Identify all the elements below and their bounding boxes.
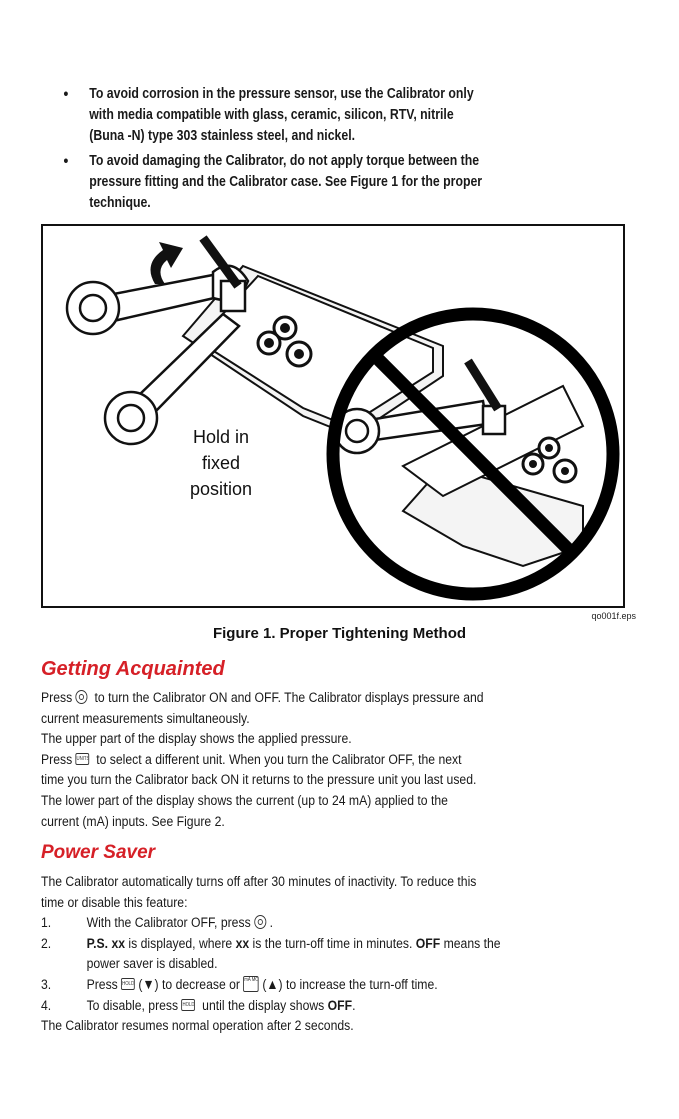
figure-tightening-method: Hold in fixed position	[41, 224, 625, 608]
bullet-corrosion: • To avoid corrosion in the pressure sen…	[63, 86, 474, 144]
power-button-icon	[254, 915, 267, 930]
figure-file-name: qo001f.eps	[591, 611, 636, 621]
single-wrench-right	[333, 358, 507, 455]
bullet-torque: • To avoid damaging the Calibrator, do n…	[63, 153, 483, 211]
heading-power-saver: Power Saver	[41, 842, 156, 863]
ma-mode-key-icon: mA MODE	[243, 976, 259, 993]
lower-wrench	[103, 312, 241, 446]
rotation-arrow-icon	[150, 242, 183, 284]
units-key-icon: UNITS	[75, 753, 90, 766]
step-2: 2.P.S. xx is displayed, where xx is the …	[41, 935, 501, 952]
power-button-icon	[75, 690, 88, 705]
hold-key-icon: HOLD	[181, 998, 196, 1011]
pressure-fitting	[199, 235, 247, 313]
calibrator-case-right	[401, 384, 585, 568]
input-jacks-left	[256, 315, 313, 368]
prohibited-sign-icon	[326, 307, 620, 601]
getting-acquainted-text: Press to turn the Calibrator ON and OFF.…	[41, 690, 484, 830]
bullet-dot-icon: •	[63, 86, 69, 103]
hold-key-icon: HOLD	[121, 978, 135, 991]
hold-in-fixed-position-label: Hold in fixed position	[189, 427, 253, 499]
heading-getting-acquainted: Getting Acquainted	[41, 658, 225, 680]
warning-bullets: • To avoid corrosion in the pressure sen…	[60, 84, 542, 218]
wrench-illustration	[65, 235, 620, 601]
power-saver-text: The Calibrator automatically turns off a…	[41, 872, 634, 1037]
input-jacks-right	[521, 436, 578, 484]
bullet-dot-icon: •	[63, 153, 69, 170]
step-1: 1.With the Calibrator OFF, press.	[41, 915, 273, 932]
figure-caption: Figure 1. Proper Tightening Method	[212, 625, 467, 642]
